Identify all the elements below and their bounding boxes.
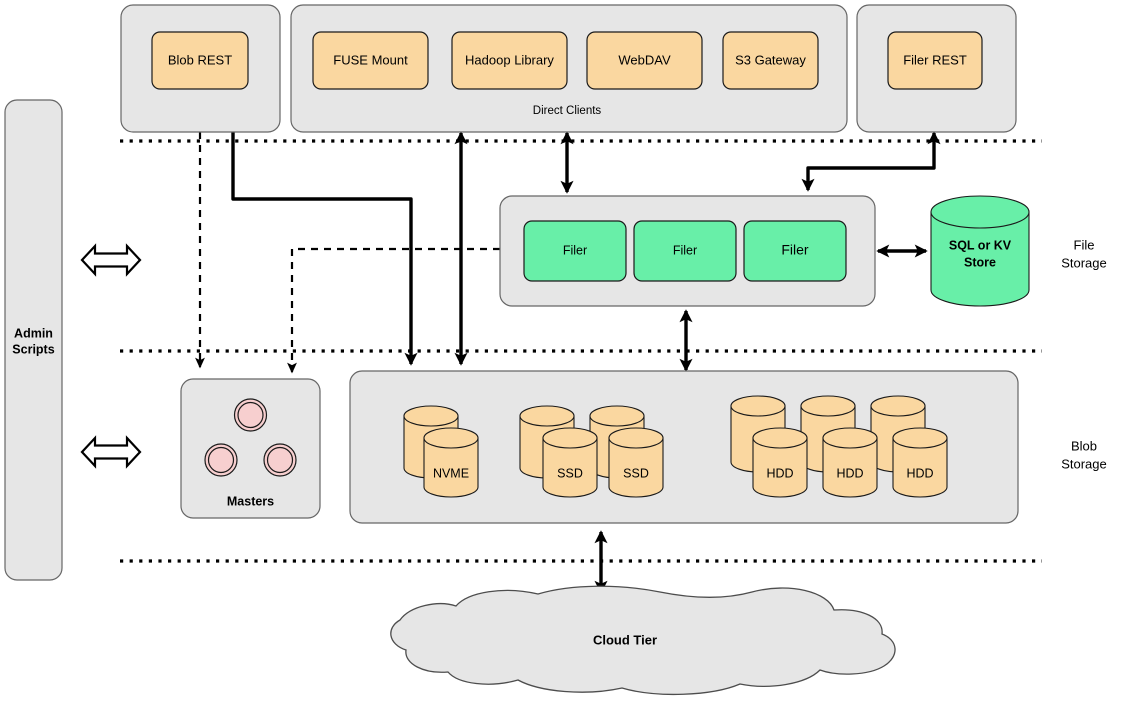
- filer-box-2[interactable]: [633, 220, 737, 282]
- admin-scripts-label-line1: Admin: [14, 326, 53, 340]
- hdd-disk-label-3: HDD: [906, 466, 933, 480]
- nvme-disk-front[interactable]: NVME: [423, 427, 479, 498]
- file-storage-tier-label: File Storage: [1061, 237, 1107, 270]
- metastore-label-line1: SQL or KV: [949, 238, 1012, 252]
- blob-rest-label: Blob REST: [168, 52, 232, 67]
- connector-filer-to-masters: [287, 247, 500, 374]
- blob-rest-box[interactable]: [151, 31, 249, 90]
- file-storage-label-line2: Storage: [1061, 255, 1107, 270]
- ssd-cluster[interactable]: SSD SSD: [519, 405, 664, 498]
- hdd-cluster[interactable]: HDD HDD HDD: [730, 395, 948, 498]
- filer-rest-label: Filer REST: [903, 52, 967, 67]
- metastore-cylinder-body: [930, 211, 1030, 307]
- connector-blobrest-to-volumes: [231, 128, 418, 366]
- ssd-disk-front-1[interactable]: SSD: [542, 427, 598, 498]
- admin-bidi-arrow-file: [80, 243, 142, 277]
- master-node-3[interactable]: [263, 443, 297, 477]
- filer-rest-group[interactable]: Filer REST: [856, 4, 1017, 133]
- ssd-disk-label-2: SSD: [623, 466, 649, 480]
- hadoop-library-box[interactable]: [451, 31, 568, 90]
- admin-scripts-box[interactable]: [4, 99, 63, 581]
- connector-filerrest-to-filers: [801, 131, 941, 192]
- blob-storage-label-line1: Blob: [1071, 438, 1097, 453]
- blob-storage-tier-label: Blob Storage: [1061, 438, 1107, 471]
- metastore-cylinder-top: [930, 195, 1030, 229]
- admin-scripts-label-line2: Scripts: [12, 342, 54, 356]
- hdd-disk-label-1: HDD: [766, 466, 793, 480]
- hdd-disk-front-3[interactable]: HDD: [892, 427, 948, 498]
- file-storage-label-line1: File: [1074, 237, 1095, 252]
- hdd-disk-label-2: HDD: [836, 466, 863, 480]
- s3-gateway-box[interactable]: [722, 31, 819, 90]
- master-node-1[interactable]: [233, 398, 268, 432]
- filer-rest-box[interactable]: [887, 31, 983, 90]
- hdd-disk-front-1[interactable]: HDD: [752, 427, 808, 498]
- admin-bidi-arrow-blob: [80, 435, 142, 469]
- connectors: [195, 128, 941, 594]
- fuse-mount-label: FUSE Mount: [333, 52, 408, 67]
- direct-clients-caption: Direct Clients: [533, 105, 602, 117]
- masters-box[interactable]: [180, 378, 321, 519]
- filer-box-3[interactable]: [743, 220, 847, 282]
- filer-group[interactable]: Filer Filer Filer: [499, 195, 876, 307]
- direct-clients-group-box[interactable]: [290, 4, 848, 133]
- blob-storage-label-line2: Storage: [1061, 456, 1107, 471]
- nvme-cluster[interactable]: NVME: [403, 405, 479, 498]
- metastore-cylinder[interactable]: SQL or KV Store: [930, 195, 1030, 307]
- s3-gateway-label: S3 Gateway: [735, 52, 806, 67]
- metastore-label-line2: Store: [964, 255, 996, 269]
- filer-label-3: Filer: [781, 242, 809, 258]
- cloud-shape[interactable]: [390, 585, 896, 696]
- hadoop-library-label: Hadoop Library: [465, 52, 554, 67]
- volume-servers-group[interactable]: NVME SSD SSD: [349, 370, 1019, 524]
- cloud-tier-group[interactable]: Cloud Tier: [390, 585, 896, 696]
- ssd-disk-label-1: SSD: [557, 466, 583, 480]
- nvme-disk-label: NVME: [433, 466, 469, 480]
- admin-scripts-panel[interactable]: Admin Scripts: [4, 99, 63, 581]
- webdav-box[interactable]: [586, 31, 703, 90]
- cloud-tier-label: Cloud Tier: [593, 632, 657, 647]
- masters-group[interactable]: Masters: [180, 378, 321, 519]
- filer-box-1[interactable]: [523, 220, 627, 282]
- webdav-label: WebDAV: [618, 52, 671, 67]
- ssd-disk-front-2[interactable]: SSD: [608, 427, 664, 498]
- hdd-disk-front-2[interactable]: HDD: [822, 427, 878, 498]
- master-node-2[interactable]: [204, 443, 238, 477]
- filer-label-2: Filer: [673, 243, 697, 257]
- fuse-mount-box[interactable]: [312, 31, 429, 90]
- blob-rest-group[interactable]: Blob REST: [120, 4, 281, 133]
- filer-label-1: Filer: [563, 243, 587, 257]
- masters-label: Masters: [227, 494, 274, 508]
- direct-clients-group[interactable]: FUSE Mount Hadoop Library WebDAV S3 Gate…: [290, 4, 848, 133]
